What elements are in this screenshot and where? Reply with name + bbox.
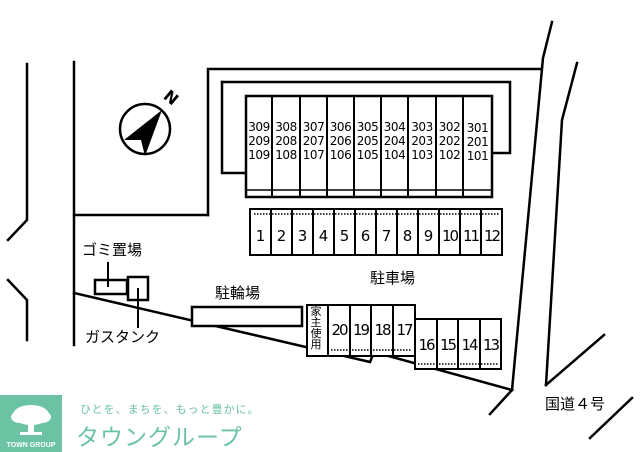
owner-use-label: 家 主 使 用 <box>310 305 322 351</box>
parking-space-number: 19 <box>352 321 370 339</box>
tagline: ひとを、まちを、もっと豊かに。 <box>80 403 260 416</box>
parking-space-number: 14 <box>461 336 478 354</box>
unit-column: 306 206 106 <box>329 120 352 162</box>
parking-space-number: 8 <box>402 227 413 245</box>
parking-space-number: 6 <box>360 227 371 245</box>
compass-icon <box>118 102 172 156</box>
gas-tank-label: ガスタンク <box>85 328 161 346</box>
town-group-logo: TOWN GROUP <box>0 395 62 452</box>
car-parking-label: 駐車場 <box>370 269 416 287</box>
tree-icon <box>11 405 51 435</box>
unit-column: 301 201 101 <box>466 121 489 163</box>
parking-space-number: 16 <box>418 336 435 354</box>
bicycle-parking-label: 駐輪場 <box>215 284 261 302</box>
parking-space-number: 3 <box>297 227 308 245</box>
parking-space-number: 7 <box>381 227 392 245</box>
parking-space-number: 10 <box>441 227 459 245</box>
parking-space-number: 13 <box>482 336 500 354</box>
parking-space-number: 2 <box>276 227 287 245</box>
parking-space-number: 12 <box>483 227 501 245</box>
unit-column: 304 204 104 <box>383 120 406 162</box>
brand-name: タウングループ <box>76 425 243 451</box>
parking-space-number: 18 <box>374 321 391 339</box>
parking-space-number: 9 <box>423 227 434 245</box>
unit-column: 303 203 103 <box>411 120 433 162</box>
route-4-label: 国道４号 <box>545 395 606 413</box>
parking-space-number: 5 <box>339 227 350 245</box>
unit-column: 309 209 109 <box>248 120 270 162</box>
unit-column: 308 208 108 <box>275 120 297 162</box>
parking-space-number: 17 <box>396 321 413 339</box>
parking-space-number: 4 <box>318 227 329 245</box>
unit-column: 302 202 102 <box>438 120 461 162</box>
garbage-area-label: ゴミ置場 <box>82 241 143 259</box>
parking-space-number: 11 <box>462 227 480 245</box>
unit-column: 307 207 107 <box>302 120 325 162</box>
unit-column: 305 205 105 <box>356 120 379 162</box>
brand-english: TOWN GROUP <box>6 442 56 449</box>
parking-space-number: 1 <box>255 227 266 245</box>
parking-space-number: 20 <box>331 321 348 339</box>
parking-space-number: 15 <box>439 336 457 354</box>
